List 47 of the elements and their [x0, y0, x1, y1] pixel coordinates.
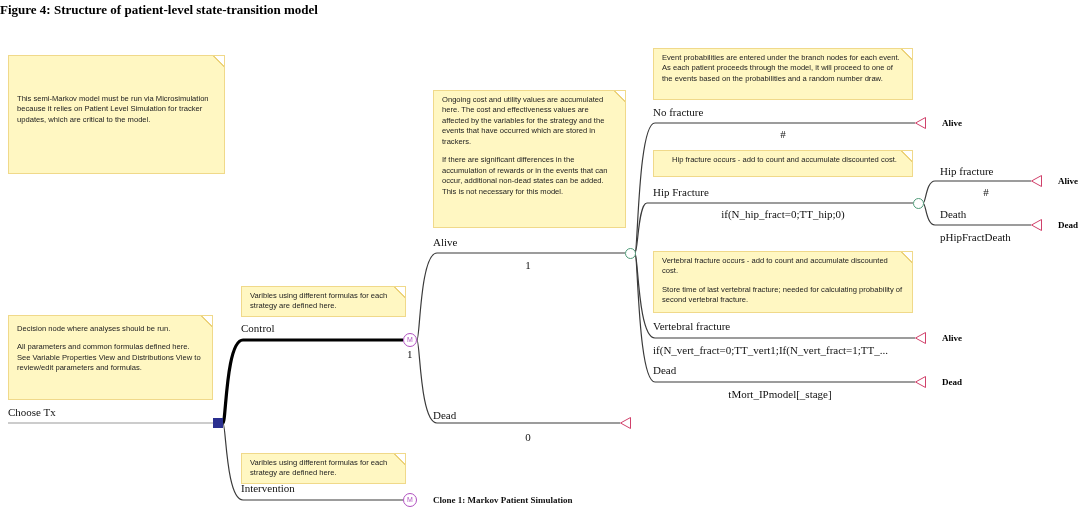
branch-name: Dead [433, 409, 457, 422]
branch-name: No fracture [653, 106, 704, 119]
branch-line [7, 422, 214, 424]
terminal-label: Alive [942, 117, 962, 129]
branch-line [416, 252, 626, 341]
branch-line [222, 422, 404, 501]
terminal-label: Alive [1058, 175, 1078, 187]
node-caption: Clone 1: Markov Patient Simulation [433, 494, 573, 507]
chance-node [912, 197, 924, 209]
note-box [8, 315, 213, 400]
branch-value: 0 [525, 431, 531, 444]
note-box [433, 90, 626, 228]
terminal-label: Alive [942, 332, 962, 344]
branch-value: pHipFractDeath [940, 231, 1011, 244]
note-box [653, 48, 913, 100]
branch-value: 1 [525, 259, 531, 272]
branch-name: Vertebral fracture [653, 320, 731, 333]
branch-name: Control [241, 322, 275, 335]
branch-value: if(N_hip_fract=0;TT_hip;0) [721, 208, 845, 221]
chance-node [624, 247, 636, 259]
note-box [653, 251, 913, 313]
note-box [653, 150, 913, 177]
note-box [241, 453, 406, 484]
branch-line [221, 338, 403, 424]
branch-name: Choose Tx [8, 406, 56, 419]
branch-line [416, 339, 621, 424]
terminal-node [620, 417, 631, 429]
terminal-label: Dead [1058, 219, 1078, 231]
branch-name: Alive [433, 236, 458, 249]
branch-value: # [780, 128, 786, 141]
branch-name: Dead [653, 364, 677, 377]
branch-line [922, 202, 1032, 226]
note-box [8, 55, 225, 174]
decision-node [213, 418, 223, 428]
note-box [241, 286, 406, 317]
figure-title: Figure 4: Structure of patient-level state-transition model [0, 2, 318, 18]
branch-value: # [983, 186, 989, 199]
branch-value: 1 [407, 348, 413, 361]
branch-name: Death [940, 208, 967, 221]
branch-line [922, 180, 1032, 204]
branch-value: if(N_vert_fract=0;TT_vert1;If(N_vert_fract=1;TT_... [653, 344, 889, 357]
terminal-label: Dead [942, 376, 962, 388]
branch-value: tMort_IPmodel[_stage] [728, 388, 832, 401]
branch-name: Hip Fracture [653, 186, 709, 199]
branch-line [634, 202, 914, 254]
branch-name: Intervention [241, 482, 295, 495]
branch-name: Hip fracture [940, 165, 994, 178]
